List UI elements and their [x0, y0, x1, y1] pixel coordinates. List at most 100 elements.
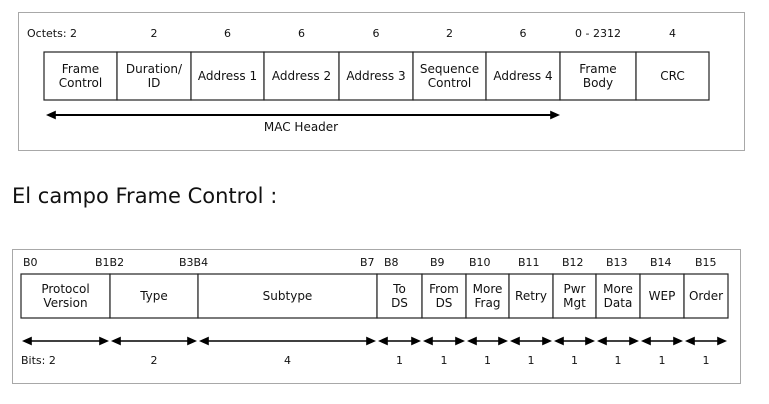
- fc-field-label-line: More: [603, 282, 633, 296]
- bit-count: 1: [528, 354, 535, 367]
- field-width-arrow-right-head: [187, 336, 197, 346]
- bit-position-label: B11: [518, 256, 540, 269]
- fc-field-label-line: Protocol: [41, 282, 89, 296]
- fc-field-cell: [595, 273, 641, 319]
- fc-field-label-line: Subtype: [263, 289, 313, 303]
- field-width-arrow-left-head: [641, 336, 651, 346]
- mac-header-arrow: [46, 110, 560, 120]
- bit-count: 1: [615, 354, 622, 367]
- fc-field-cell: [639, 273, 685, 319]
- octets-label: Octets: 2: [27, 27, 77, 40]
- fc-field-cell: [552, 273, 597, 319]
- octet-count: 6: [224, 27, 231, 40]
- fc-field-label-line: More: [473, 282, 503, 296]
- fc-field-cell: [109, 273, 199, 319]
- mac-header-arrow-right-head: [550, 110, 560, 120]
- field-width-arrow-left-head: [423, 336, 433, 346]
- bit-count: 1: [571, 354, 578, 367]
- fc-field-label-line: From: [429, 282, 459, 296]
- fc-field-cell: [376, 273, 423, 319]
- mac-header-label: MAC Header: [264, 120, 338, 134]
- field-width-arrow-left-head: [111, 336, 121, 346]
- bit-count: 4: [284, 354, 291, 367]
- mac-field-label-line: Address 4: [493, 69, 552, 83]
- octet-count: 0 - 2312: [575, 27, 621, 40]
- mac-field-label-line: Frame: [62, 62, 99, 76]
- mac-field-label-line: Control: [428, 76, 471, 90]
- mac-field-cell: [338, 51, 414, 101]
- octet-count: 4: [669, 27, 676, 40]
- mac-field-label-line: Body: [583, 76, 613, 90]
- field-width-arrow-left-head: [685, 336, 695, 346]
- mac-field-label-line: ID: [148, 76, 161, 90]
- bit-position-label: B0: [23, 256, 38, 269]
- mac-field-cell: [559, 51, 637, 101]
- field-width-arrow-right-head: [498, 336, 508, 346]
- bit-count: 1: [396, 354, 403, 367]
- field-width-arrow-right-head: [585, 336, 595, 346]
- field-width-arrow-left-head: [554, 336, 564, 346]
- field-width-arrow-left-head: [597, 336, 607, 346]
- fc-field-label-line: Order: [689, 289, 723, 303]
- mac-header-arrow-left-head: [46, 110, 56, 120]
- bit-position-label: B8: [384, 256, 399, 269]
- field-width-arrow-left-head: [22, 336, 32, 346]
- bit-count: 2: [151, 354, 158, 367]
- field-width-arrow-right-head: [542, 336, 552, 346]
- mac-field-cell: [635, 51, 710, 101]
- fc-field-label-line: Frag: [475, 296, 501, 310]
- fc-field-label-line: Retry: [515, 289, 547, 303]
- mac-field-label-line: Duration/: [126, 62, 183, 76]
- field-width-arrow-right-head: [411, 336, 421, 346]
- octet-count: 6: [373, 27, 380, 40]
- fc-field-label-line: DS: [391, 296, 408, 310]
- fc-field-label-line: WEP: [649, 289, 676, 303]
- frame-control-heading: El campo Frame Control :: [12, 184, 278, 208]
- bit-position-label: B7: [360, 256, 375, 269]
- fc-field-label-line: Pwr: [564, 282, 586, 296]
- fc-field-cell: [197, 273, 378, 319]
- mac-field-cell: [485, 51, 561, 101]
- fc-field-cell: [20, 273, 111, 319]
- mac-field-cell: [190, 51, 265, 101]
- fc-field-label-line: Mgt: [563, 296, 586, 310]
- bit-position-label: B10: [469, 256, 491, 269]
- field-width-arrow-left-head: [510, 336, 520, 346]
- field-width-arrow-left-head: [199, 336, 209, 346]
- mac-field-label-line: CRC: [660, 69, 685, 83]
- field-width-arrow-left-head: [378, 336, 388, 346]
- mac-field-cell: [412, 51, 487, 101]
- octet-count: 2: [446, 27, 453, 40]
- octet-count: 2: [151, 27, 158, 40]
- bit-position-label: B9: [430, 256, 445, 269]
- field-width-arrow-right-head: [717, 336, 727, 346]
- fc-field-label-line: DS: [436, 296, 453, 310]
- fc-field-label-line: To: [392, 282, 406, 296]
- field-width-arrow-right-head: [99, 336, 109, 346]
- fc-field-cell: [465, 273, 510, 319]
- field-width-arrow-right-head: [673, 336, 683, 346]
- bit-count: 1: [703, 354, 710, 367]
- fc-field-label-line: Data: [604, 296, 633, 310]
- bit-count: 1: [441, 354, 448, 367]
- mac-field-label-line: Frame: [579, 62, 616, 76]
- fc-field-cell: [508, 273, 554, 319]
- mac-field-cell: [116, 51, 192, 101]
- fc-field-label-line: Type: [139, 289, 168, 303]
- fc-field-label-line: Version: [43, 296, 87, 310]
- mac-field-label-line: Address 1: [198, 69, 257, 83]
- bit-position-label: B1B2: [95, 256, 124, 269]
- mac-field-label-line: Address 2: [272, 69, 331, 83]
- bit-position-label: B13: [606, 256, 628, 269]
- bit-position-label: B15: [695, 256, 717, 269]
- field-width-arrow-left-head: [467, 336, 477, 346]
- field-width-arrow-right-head: [629, 336, 639, 346]
- mac-field-label-line: Address 3: [346, 69, 405, 83]
- octet-count: 6: [298, 27, 305, 40]
